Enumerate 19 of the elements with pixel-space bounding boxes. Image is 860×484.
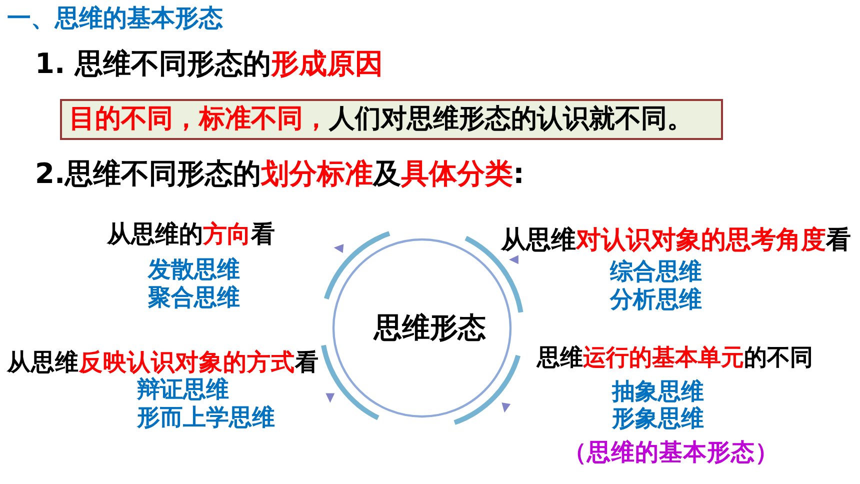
category-item: 分析思维 [610,286,702,315]
heading-text: 1. 思维不同形态的形成原因 [35,46,383,81]
category-item: 综合思维 [610,258,702,287]
heading-text: 思维运行的基本单元的不同 [537,344,813,373]
heading-text: 从思维的方向看 [107,219,275,249]
section-title: 一、思维的基本形态 [7,3,223,33]
category-item: 聚合思维 [148,284,240,313]
heading-text: 2.思维不同形态的划分标准及具体分类: [35,156,524,191]
text-box [60,99,723,140]
category-item: 抽象思维 [612,378,704,406]
category-item: 形而上学思维 [137,404,275,433]
circle-label: 思维形态 [374,311,486,345]
heading-text: 从思维对认识对象的思考角度看 [501,224,851,256]
category-item: 辩证思维 [137,376,229,405]
category-item: 发散思维 [148,256,240,285]
note-text: （思维的基本形态） [563,438,779,468]
category-item: 形象思维 [612,405,704,434]
heading-text: 从思维反映认识对象的方式看 [7,348,319,377]
box-text: 目的不同，标准不同，人们对思维形态的认识就不同。 [69,104,693,136]
